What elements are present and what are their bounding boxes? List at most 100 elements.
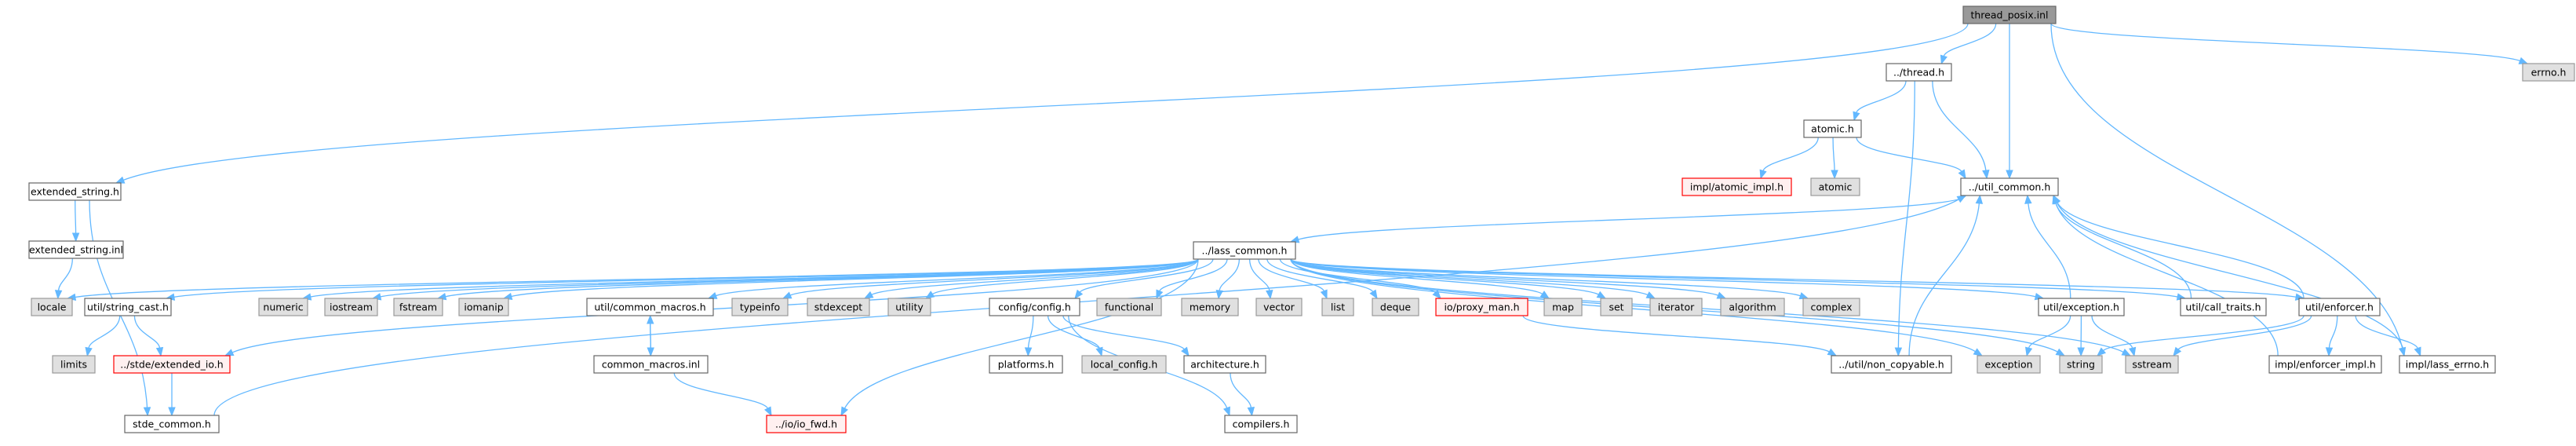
edge-line — [1290, 258, 2058, 353]
edge-config_h-to-platforms — [1024, 315, 1034, 357]
node-stde-common[interactable]: stde_common.h — [124, 415, 220, 433]
edge-line — [789, 258, 1199, 296]
arrowhead-icon — [1247, 407, 1255, 417]
node-limits: limits — [52, 355, 96, 374]
node-atomic-impl: impl/atomic_impl.h — [1682, 177, 1792, 196]
node-functional: functional — [1096, 298, 1162, 316]
arrowhead-icon — [115, 176, 126, 184]
arrowhead-icon — [2024, 346, 2033, 357]
edge-line — [1762, 137, 1819, 171]
node-util-common[interactable]: ../util_common.h — [1960, 177, 2059, 196]
edge-line — [1856, 137, 1962, 172]
node-exception-h[interactable]: util/exception.h — [2038, 298, 2125, 316]
node-label: thread_posix.inl — [1970, 9, 2048, 21]
node-ext-string-inl[interactable]: extended_string.inl — [28, 240, 124, 259]
edge-enforcer_h-to-sstream — [2173, 315, 2312, 357]
arrowhead-icon — [143, 407, 151, 417]
arrowhead-icon — [1975, 194, 1984, 204]
edge-line — [1159, 258, 1228, 292]
arrowhead-icon — [2055, 348, 2066, 356]
arrowhead-icon — [2128, 346, 2137, 357]
node-architecture[interactable]: architecture.h — [1183, 355, 1266, 374]
node-label: atomic.h — [1811, 123, 1854, 135]
arrowhead-icon — [1894, 347, 1903, 357]
arrowhead-icon — [1827, 348, 1838, 356]
node-label: config/config.h — [998, 302, 1071, 313]
arrowhead-icon — [85, 346, 93, 357]
node-label: common_macros.inl — [602, 359, 700, 371]
edge-lass_common-to-complex — [1290, 258, 1809, 300]
node-common-macros-inl[interactable]: common_macros.inl — [593, 355, 709, 374]
node-enforcer-h[interactable]: util/enforcer.h — [2298, 298, 2381, 316]
edge-line — [1047, 315, 1100, 349]
edge-line — [1290, 258, 2036, 298]
edge-line — [932, 258, 1199, 295]
node-non-copyable[interactable]: ../util/non_copyable.h — [1831, 355, 1952, 374]
node-iomanip: iomanip — [458, 298, 509, 316]
edge-thread_posix-to-ext_string_h — [115, 23, 1969, 184]
node-label: stdexcept — [814, 302, 862, 313]
node-box — [1193, 241, 1296, 260]
node-map: map — [1543, 298, 1583, 316]
node-box — [1720, 298, 1785, 316]
node-lass-common[interactable]: ../lass_common.h — [1193, 241, 1296, 260]
node-label: extended_string.inl — [29, 244, 123, 256]
node-label: algorithm — [1729, 302, 1776, 313]
node-box — [2399, 355, 2496, 374]
node-common-macros-h[interactable]: util/common_macros.h — [586, 298, 714, 316]
node-box — [1321, 298, 1354, 316]
node-memory: memory — [1181, 298, 1239, 316]
edge-line — [1943, 23, 1997, 57]
node-config-h[interactable]: config/config.h — [989, 298, 1080, 316]
edge-ext_string_h-to-ext_string_inl — [71, 199, 80, 243]
edge-line — [650, 323, 651, 356]
arrowhead-icon — [1645, 291, 1656, 299]
node-sstream: sstream — [2125, 355, 2179, 374]
edge-string_cast-to-limits — [85, 315, 121, 357]
node-atomic-h[interactable]: atomic.h — [1803, 119, 1862, 138]
node-box — [989, 298, 1080, 316]
edge-enforcer_h-to-string — [2096, 315, 2305, 356]
node-platforms[interactable]: platforms.h — [989, 355, 1063, 374]
node-label: impl/lass_errno.h — [2406, 359, 2489, 371]
node-numeric: numeric — [258, 298, 308, 316]
node-lass-errno[interactable]: impl/lass_errno.h — [2399, 355, 2496, 374]
node-proxy-man: io/proxy_man.h — [1435, 298, 1528, 316]
arrowhead-icon — [840, 406, 848, 417]
node-box — [2059, 355, 2103, 374]
edge-line — [88, 315, 121, 349]
node-vector: vector — [1255, 298, 1303, 316]
edge-lass_common-to-string_cast — [165, 258, 1199, 301]
edge-ext_string_inl-to-locale — [54, 258, 73, 300]
edge-line — [1298, 195, 1966, 240]
edge-line — [1908, 203, 1980, 356]
node-box — [1096, 298, 1162, 316]
node-enforcer-impl[interactable]: impl/enforcer_impl.h — [2268, 355, 2382, 374]
node-ext-string-h[interactable]: extended_string.h — [28, 182, 122, 201]
node-box — [1831, 355, 1952, 374]
arrowhead-icon — [1853, 111, 1860, 122]
node-label: ../thread.h — [1893, 67, 1944, 79]
node-call-traits[interactable]: util/call_traits.h — [2180, 298, 2267, 316]
node-label: compilers.h — [1233, 419, 1290, 430]
edge-line — [1062, 315, 1185, 350]
node-compilers[interactable]: compilers.h — [1224, 415, 1298, 433]
node-box — [393, 298, 443, 316]
node-extended-io: ../stde/extended_io.h — [113, 355, 231, 374]
edge-line — [2057, 202, 2305, 299]
edge-non_copyable-to-util_common — [1908, 194, 1984, 356]
node-label: set — [1609, 302, 1623, 313]
edge-line — [1290, 258, 2297, 298]
node-typeinfo: typeinfo — [731, 298, 789, 316]
node-label: complex — [1811, 302, 1853, 313]
node-label: sstream — [2132, 359, 2171, 371]
node-label: typeinfo — [740, 302, 780, 313]
node-thread-h[interactable]: ../thread.h — [1886, 63, 1952, 82]
node-label: io/proxy_man.h — [1444, 302, 1519, 313]
edge-line — [2355, 315, 2418, 349]
node-label: fstream — [399, 302, 437, 313]
node-string-cast[interactable]: util/string_cast.h — [84, 298, 172, 316]
node-label: ../util_common.h — [1969, 181, 2051, 193]
arrowhead-icon — [54, 290, 63, 300]
node-box — [2125, 355, 2179, 374]
